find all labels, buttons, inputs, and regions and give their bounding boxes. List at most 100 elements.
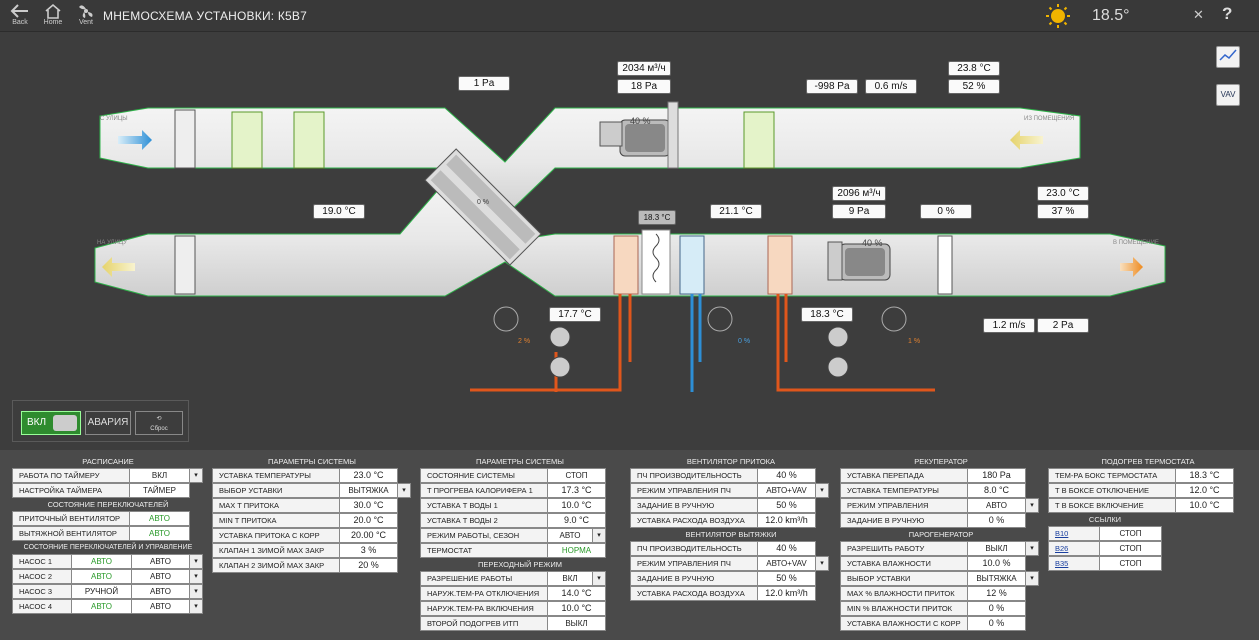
vav-button[interactable]: VAV (1216, 84, 1240, 106)
cell-value[interactable]: 23.0 °C (340, 468, 398, 483)
link-b35[interactable]: B35 (1048, 556, 1100, 571)
cell-value[interactable]: 50 % (758, 498, 816, 513)
cell-value[interactable]: 0 % (968, 601, 1026, 616)
power-toggle[interactable]: ВКЛ (21, 411, 81, 435)
dropdown-icon[interactable]: ▾ (190, 584, 203, 599)
cell-value[interactable]: 10.0 % (968, 556, 1026, 571)
dropdown-icon[interactable]: ▾ (398, 483, 411, 498)
cell-value[interactable]: 12 % (968, 586, 1026, 601)
dropdown-icon[interactable]: ▾ (1026, 498, 1039, 513)
valve-gauge-icon (707, 306, 733, 332)
cell-value[interactable]: 3 % (340, 543, 398, 558)
cell-value[interactable]: ТАЙМЕР (130, 483, 190, 498)
cell-value[interactable]: АВТО (132, 599, 190, 614)
chart-button[interactable] (1216, 46, 1240, 68)
cell-value[interactable]: 10.0 °C (548, 498, 606, 513)
street-inflow-arrow (118, 130, 152, 150)
cell-label: НАСТРОЙКА ТАЙМЕРА (12, 483, 130, 498)
reset-button[interactable]: ⟲Сброс (135, 411, 183, 435)
dropdown-icon[interactable]: ▾ (593, 528, 606, 543)
control-box: ВКЛ АВАРИЯ ⟲Сброс (12, 400, 189, 442)
alarm-button[interactable]: АВАРИЯ (85, 411, 131, 435)
cell-value[interactable]: АВТО (548, 528, 593, 543)
cell-value: РУЧНОЙ (72, 584, 132, 599)
cell-label: РАЗРЕШИТЬ РАБОТУ (840, 541, 968, 556)
cell-label: УСТАВКА ВЛАЖНОСТИ С КОРР (840, 616, 968, 631)
cell-value[interactable]: АВТО (132, 554, 190, 569)
cell-label: MIN % ВЛАЖНОСТИ ПРИТОК (840, 601, 968, 616)
thermostat-coil (641, 229, 671, 295)
home-label: Home (43, 19, 63, 26)
cell-label: РЕЖИМ УПРАВЛЕНИЯ ПЧ (630, 483, 758, 498)
cell-value[interactable]: 14.0 °C (548, 586, 606, 601)
cell-value[interactable]: ВКЛ (548, 571, 593, 586)
cell-value[interactable]: ВЫТЯЖКА (340, 483, 398, 498)
cell-value: АВТО (72, 599, 132, 614)
cell-value[interactable]: 10.0 °C (1176, 498, 1234, 513)
cell-value[interactable]: АВТО+VAV (758, 483, 816, 498)
dropdown-icon[interactable]: ▾ (190, 569, 203, 584)
valve-gauge-icon (493, 306, 519, 332)
cell-value: ВЫКЛ (548, 616, 606, 631)
cell-value[interactable]: АВТО+VAV (758, 556, 816, 571)
dropdown-icon[interactable]: ▾ (816, 556, 829, 571)
cell-value[interactable]: 9.0 °C (548, 513, 606, 528)
help-icon[interactable]: ? (1222, 4, 1233, 23)
home-button[interactable]: Home (41, 3, 65, 26)
cell-value[interactable]: ВЫТЯЖКА (968, 571, 1026, 586)
dropdown-icon[interactable]: ▾ (190, 468, 203, 483)
cell-value[interactable]: АВТО (132, 584, 190, 599)
cell-value[interactable]: 0 % (968, 513, 1026, 528)
cell-value[interactable]: АВТО (132, 569, 190, 584)
cell-value[interactable]: 12.0 °C (1176, 483, 1234, 498)
cell-value[interactable]: ВКЛ (130, 468, 190, 483)
cell-value[interactable]: АВТО (968, 498, 1026, 513)
vent-button[interactable]: Vent (74, 3, 98, 26)
t-after-hr-value: 19.0 °C (313, 204, 365, 219)
cell-label: УСТАВКА Т ВОДЫ 1 (420, 498, 548, 513)
cell-value[interactable]: 10.0 °C (548, 601, 606, 616)
cell-value[interactable]: 12.0 km³/h (758, 513, 816, 528)
cell-value: СТОП (1100, 556, 1162, 571)
cell-value[interactable]: 20.0 °C (340, 513, 398, 528)
link-b10[interactable]: B10 (1048, 526, 1100, 541)
damper-percent-value: 0 % (920, 204, 972, 219)
cell-label: КЛАПАН 1 ЗИМОЙ MAX ЗАКР (212, 543, 340, 558)
cell-value[interactable]: 30.0 °C (340, 498, 398, 513)
dropdown-icon[interactable]: ▾ (593, 571, 606, 586)
cell-value[interactable]: 8.0 °C (968, 483, 1026, 498)
from-room-label: ИЗ ПОМЕЩЕНИЯ (1024, 116, 1075, 122)
cell-value[interactable]: 180 Pa (968, 468, 1026, 483)
cell-value[interactable]: 12.0 km³/h (758, 586, 816, 601)
cell-label: РАБОТА ПО ТАЙМЕРУ (12, 468, 130, 483)
cell-label: РЕЖИМ УПРАВЛЕНИЯ (840, 498, 968, 513)
outside-temperature: 18.5° (1092, 7, 1130, 24)
dropdown-icon[interactable]: ▾ (190, 599, 203, 614)
dropdown-icon[interactable]: ▾ (1026, 541, 1039, 556)
dropdown-icon[interactable]: ▾ (190, 554, 203, 569)
back-button[interactable]: Back (8, 3, 32, 26)
cell-value[interactable]: 50 % (758, 571, 816, 586)
link-b26[interactable]: B26 (1048, 541, 1100, 556)
cell-value[interactable]: 20 % (340, 558, 398, 573)
from-street-label: С УЛИЦЫ (100, 116, 128, 122)
fan-icon (79, 5, 93, 18)
cell-value: СТОП (1100, 526, 1162, 541)
dropdown-icon[interactable]: ▾ (1026, 571, 1039, 586)
cell-label: УСТАВКА Т ВОДЫ 2 (420, 513, 548, 528)
tools-icon[interactable]: ✕ (1193, 7, 1204, 22)
dropdown-icon[interactable]: ▾ (816, 483, 829, 498)
cell-value[interactable]: ВЫКЛ (968, 541, 1026, 556)
cell-label: УСТАВКА ТЕМПЕРАТУРЫ (840, 483, 968, 498)
valve3-percent: 1 % (908, 338, 920, 345)
